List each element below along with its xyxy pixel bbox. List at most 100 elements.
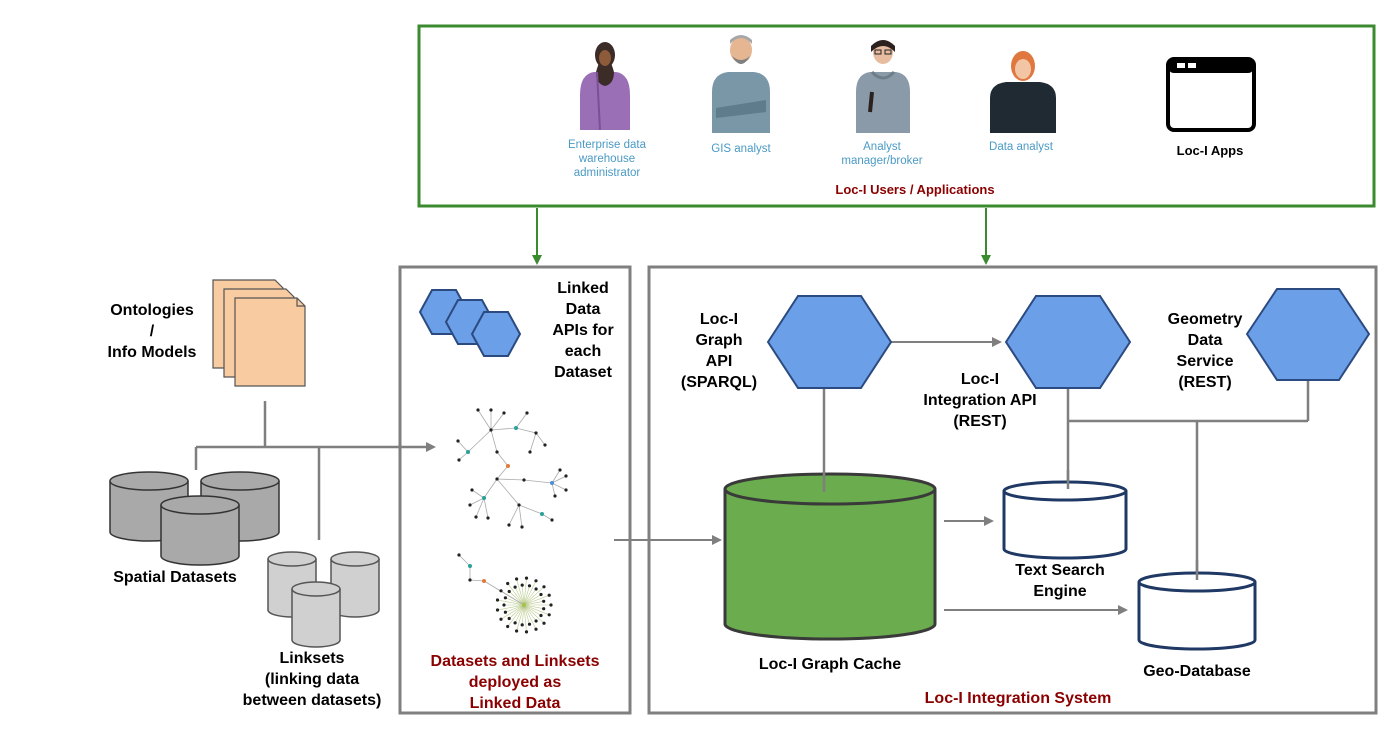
radial-edge xyxy=(523,594,542,606)
app-window-icon xyxy=(1166,57,1256,132)
integration-api-label: Loc-I Integration API (REST) xyxy=(900,369,1060,432)
ontologies-label-line: / xyxy=(149,323,155,340)
radial-node xyxy=(495,598,500,602)
geometry-label-line: Service xyxy=(1176,353,1234,370)
radial-edge xyxy=(500,604,525,620)
persona-label-analyst-manager: Analyst manager/broker xyxy=(822,140,942,168)
persona-label-line: GIS analyst xyxy=(711,143,771,155)
linksets-label-line: Linksets xyxy=(279,650,345,667)
geometry-service-hexagon xyxy=(1245,288,1371,381)
radial-edge xyxy=(505,604,525,613)
radial-node xyxy=(534,579,538,583)
radial-node xyxy=(542,621,546,625)
radial-edge xyxy=(523,586,545,606)
graph-cache-cylinder xyxy=(723,472,937,641)
radial-edge xyxy=(508,591,525,606)
apis-label-line: Dataset xyxy=(554,364,612,381)
persona-label-line: Data analyst xyxy=(989,141,1053,153)
integration-api-label-line: Integration API xyxy=(923,392,1037,409)
woman-icon xyxy=(990,51,1056,133)
radial-node xyxy=(503,596,507,600)
ontology-documents-icon xyxy=(212,279,306,387)
radial-edge xyxy=(523,604,542,616)
graph-api-label-line: Loc-I xyxy=(699,311,739,328)
radial-edge xyxy=(516,604,525,632)
geometry-label-line: Data xyxy=(1187,332,1223,349)
ontologies-label-line: Info Models xyxy=(107,344,197,361)
ontologies-label-line: Ontologies xyxy=(110,302,194,319)
radial-edge xyxy=(497,599,525,606)
linked-data-network-graph xyxy=(456,408,568,529)
linksets-label-line: (linking data xyxy=(264,671,360,688)
linked-data-panel xyxy=(398,265,632,715)
radial-node xyxy=(515,577,519,581)
radial-edge xyxy=(516,578,525,606)
radial-node xyxy=(520,583,524,587)
persona-label-line: warehouse xyxy=(578,153,636,165)
text-search-label: Text Search Engine xyxy=(990,560,1130,602)
spatial-datasets-label: Spatial Datasets xyxy=(113,569,237,586)
text-search-engine-cylinder xyxy=(1002,480,1128,560)
radial-node xyxy=(547,593,551,597)
radial-edge xyxy=(514,604,525,624)
radial-node xyxy=(527,584,532,588)
radial-node xyxy=(520,623,524,627)
persona-label-line: manager/broker xyxy=(841,155,923,167)
persona-label-line: Enterprise data xyxy=(568,139,646,151)
radial-edge xyxy=(523,604,550,616)
persona-label-line: administrator xyxy=(573,167,641,179)
radial-node xyxy=(542,599,546,603)
ontology-connectors xyxy=(194,401,430,540)
radial-node xyxy=(542,607,546,611)
linked-data-apis-label: Linked Data APIs for each Dataset xyxy=(538,278,628,383)
integration-panel-title: Loc-I Integration System xyxy=(924,690,1112,707)
radial-node xyxy=(534,627,538,631)
radial-node xyxy=(506,624,510,629)
persona-label-gis-analyst: GIS analyst xyxy=(686,142,796,156)
radial-edge xyxy=(497,604,525,611)
persona-label-data-analyst: Data analyst xyxy=(966,140,1076,154)
graph-cache-label: Loc-I Graph Cache xyxy=(758,656,902,673)
radial-edge xyxy=(523,601,544,606)
radial-node xyxy=(549,603,553,607)
text-search-label-line: Engine xyxy=(1033,583,1087,600)
radial-edge xyxy=(523,604,544,609)
apis-label-line: Data xyxy=(565,301,601,318)
graph-api-label-line: Graph xyxy=(695,332,743,349)
integration-api-label-line: Loc-I xyxy=(960,371,1000,388)
integration-api-hexagon xyxy=(1004,295,1132,389)
apis-label-line: Linked xyxy=(557,280,609,297)
linked-data-title-line: Linked Data xyxy=(469,695,561,712)
radial-node xyxy=(547,613,551,617)
radial-edge xyxy=(523,604,537,630)
radial-node xyxy=(534,619,538,623)
radial-edge xyxy=(523,580,537,606)
radial-edge xyxy=(507,583,525,606)
graph-api-hexagon xyxy=(766,295,893,389)
linksets-label-line: between datasets) xyxy=(242,692,382,709)
radial-edge xyxy=(505,597,525,606)
spatial-datasets-icon xyxy=(109,471,280,566)
geometry-label-line: Geometry xyxy=(1167,311,1243,328)
app-label: Loc-I Apps xyxy=(1176,143,1244,158)
linked-data-panel-title: Datasets and Linksets deployed as Linked… xyxy=(402,651,628,714)
radial-edge xyxy=(523,588,537,606)
geometry-service-label: Geometry Data Service (REST) xyxy=(1150,309,1260,393)
radial-edge xyxy=(521,585,525,606)
radial-edge xyxy=(521,604,525,625)
users-panel xyxy=(417,24,1376,208)
radial-node xyxy=(524,630,529,634)
geo-database-label: Geo-Database xyxy=(1143,663,1251,680)
users-panel-title: Loc-I Users / Applications xyxy=(835,182,995,197)
radial-node xyxy=(502,603,506,607)
linked-data-title-line: deployed as xyxy=(468,674,562,691)
radial-node xyxy=(507,589,511,594)
radial-edge xyxy=(523,604,537,622)
integration-api-label-line: (REST) xyxy=(953,413,1007,430)
radial-node xyxy=(507,616,511,621)
radial-node xyxy=(534,587,538,591)
radial-node xyxy=(539,592,543,597)
radial-node xyxy=(524,576,529,580)
radial-edge xyxy=(523,604,545,624)
